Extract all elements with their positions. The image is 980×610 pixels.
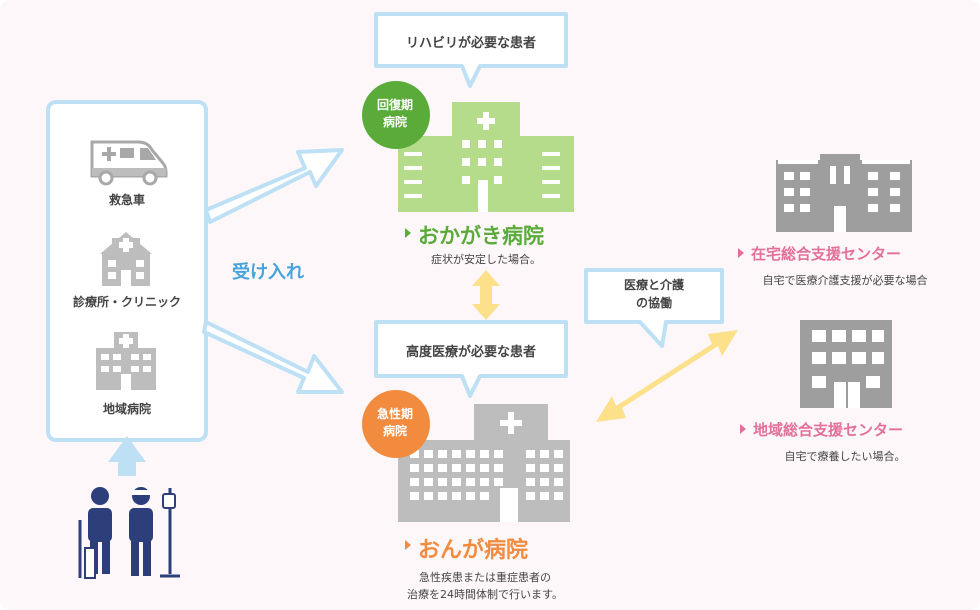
- acute-window: [452, 492, 461, 500]
- recovery-hospital-desc: 症状が安定した場合。: [431, 253, 541, 266]
- regional-support-building: [800, 320, 892, 408]
- acute-window: [438, 464, 447, 472]
- acute-bubble-text: 高度医療が必要な患者: [405, 345, 536, 360]
- acute-window: [494, 450, 503, 458]
- cooperation-line2: の協働: [635, 296, 672, 310]
- recovery-badge-label: 回復期病院: [362, 81, 428, 147]
- acute-window: [480, 464, 489, 472]
- recovery-hospital-building: [398, 102, 574, 212]
- acute-window: [438, 450, 447, 458]
- acute-window: [438, 478, 447, 486]
- acute-window: [554, 478, 563, 486]
- home-care-center-name: 在宅総合支援センター: [751, 245, 902, 263]
- acute-bubble: [374, 320, 568, 398]
- acute-window: [466, 492, 475, 500]
- acute-window: [410, 464, 419, 472]
- acute-hospital-desc-line2: 治療を24時間体制で行います。: [407, 588, 563, 601]
- arrow-to-acute: [202, 320, 344, 394]
- acute-window: [494, 478, 503, 486]
- home-care-marker-icon: [738, 248, 744, 258]
- acute-badge-label: 急性期病院: [362, 390, 428, 456]
- acute-badge-line1: 急性期: [376, 407, 413, 421]
- acute-badge-line2: 病院: [382, 424, 407, 438]
- acute-window: [452, 478, 461, 486]
- home-care-center-desc: 自宅で医療介護支援が必要な場合: [762, 274, 928, 287]
- recovery-badge-line1: 回復期: [376, 98, 413, 112]
- recovery-bubble: [374, 12, 568, 88]
- acute-window: [540, 492, 549, 500]
- acute-window: [554, 450, 563, 458]
- acute-door: [500, 488, 518, 522]
- regional-support-center-name: 地域総合支援センター: [753, 421, 904, 439]
- acute-window: [452, 464, 461, 472]
- acute-window: [526, 450, 535, 458]
- acute-window: [540, 464, 549, 472]
- recovery-badge: [362, 81, 430, 149]
- clinic-label: 診療所・クリニック: [72, 295, 181, 309]
- acute-window: [424, 478, 433, 486]
- home-care-building: [776, 154, 912, 232]
- acute-window: [410, 450, 419, 458]
- recovery-badge-line2: 病院: [382, 115, 407, 129]
- acute-window: [526, 478, 535, 486]
- arrow-to-recovery: [204, 148, 344, 224]
- acute-window: [438, 492, 447, 500]
- regional-hospital-label: 地域病院: [102, 402, 151, 416]
- cooperation-bubble: [584, 268, 724, 348]
- acute-window: [526, 464, 535, 472]
- regional-support-marker-icon: [740, 424, 746, 434]
- acute-hospital-desc-line1: 急性疾患または重症患者の: [419, 571, 551, 584]
- acute-window: [554, 464, 563, 472]
- acute-window: [480, 492, 489, 500]
- patients-icon: [78, 487, 180, 579]
- acute-window: [526, 492, 535, 500]
- recovery-hospital-name: おかがき病院: [418, 224, 544, 248]
- acute-window: [424, 492, 433, 500]
- acute-window: [540, 450, 549, 458]
- acute-hospital-name: おんが病院: [418, 538, 529, 563]
- acute-window: [480, 450, 489, 458]
- accept-label: 受け入れ: [232, 262, 304, 283]
- acute-window: [466, 464, 475, 472]
- cooperation-line1: 医療と介護: [623, 278, 684, 292]
- clinic-icon: [100, 232, 152, 286]
- cooperation-arrow: [596, 330, 738, 422]
- acute-window: [466, 478, 475, 486]
- acute-window: [424, 450, 433, 458]
- acute-badge: [362, 390, 430, 458]
- acute-window: [480, 478, 489, 486]
- acute-window: [554, 492, 563, 500]
- acute-window: [452, 450, 461, 458]
- ambulance-icon: [90, 140, 168, 186]
- regional-hospital-icon: [96, 332, 156, 390]
- regional-support-center-desc: 自宅で療養したい場合。: [784, 450, 906, 463]
- acute-window: [466, 450, 475, 458]
- up-arrow: [108, 436, 146, 476]
- acute-window: [410, 478, 419, 486]
- transfer-arrow: [472, 270, 500, 320]
- acute-hospital-windows: [410, 450, 563, 522]
- acute-marker-icon: [405, 540, 411, 550]
- ambulance-label: 救急車: [108, 193, 145, 207]
- acute-window: [494, 464, 503, 472]
- acute-window: [410, 492, 419, 500]
- recovery-bubble-text: リハビリが必要な患者: [405, 36, 536, 51]
- acute-window: [540, 478, 549, 486]
- acute-window: [424, 464, 433, 472]
- recovery-marker-icon: [405, 228, 411, 238]
